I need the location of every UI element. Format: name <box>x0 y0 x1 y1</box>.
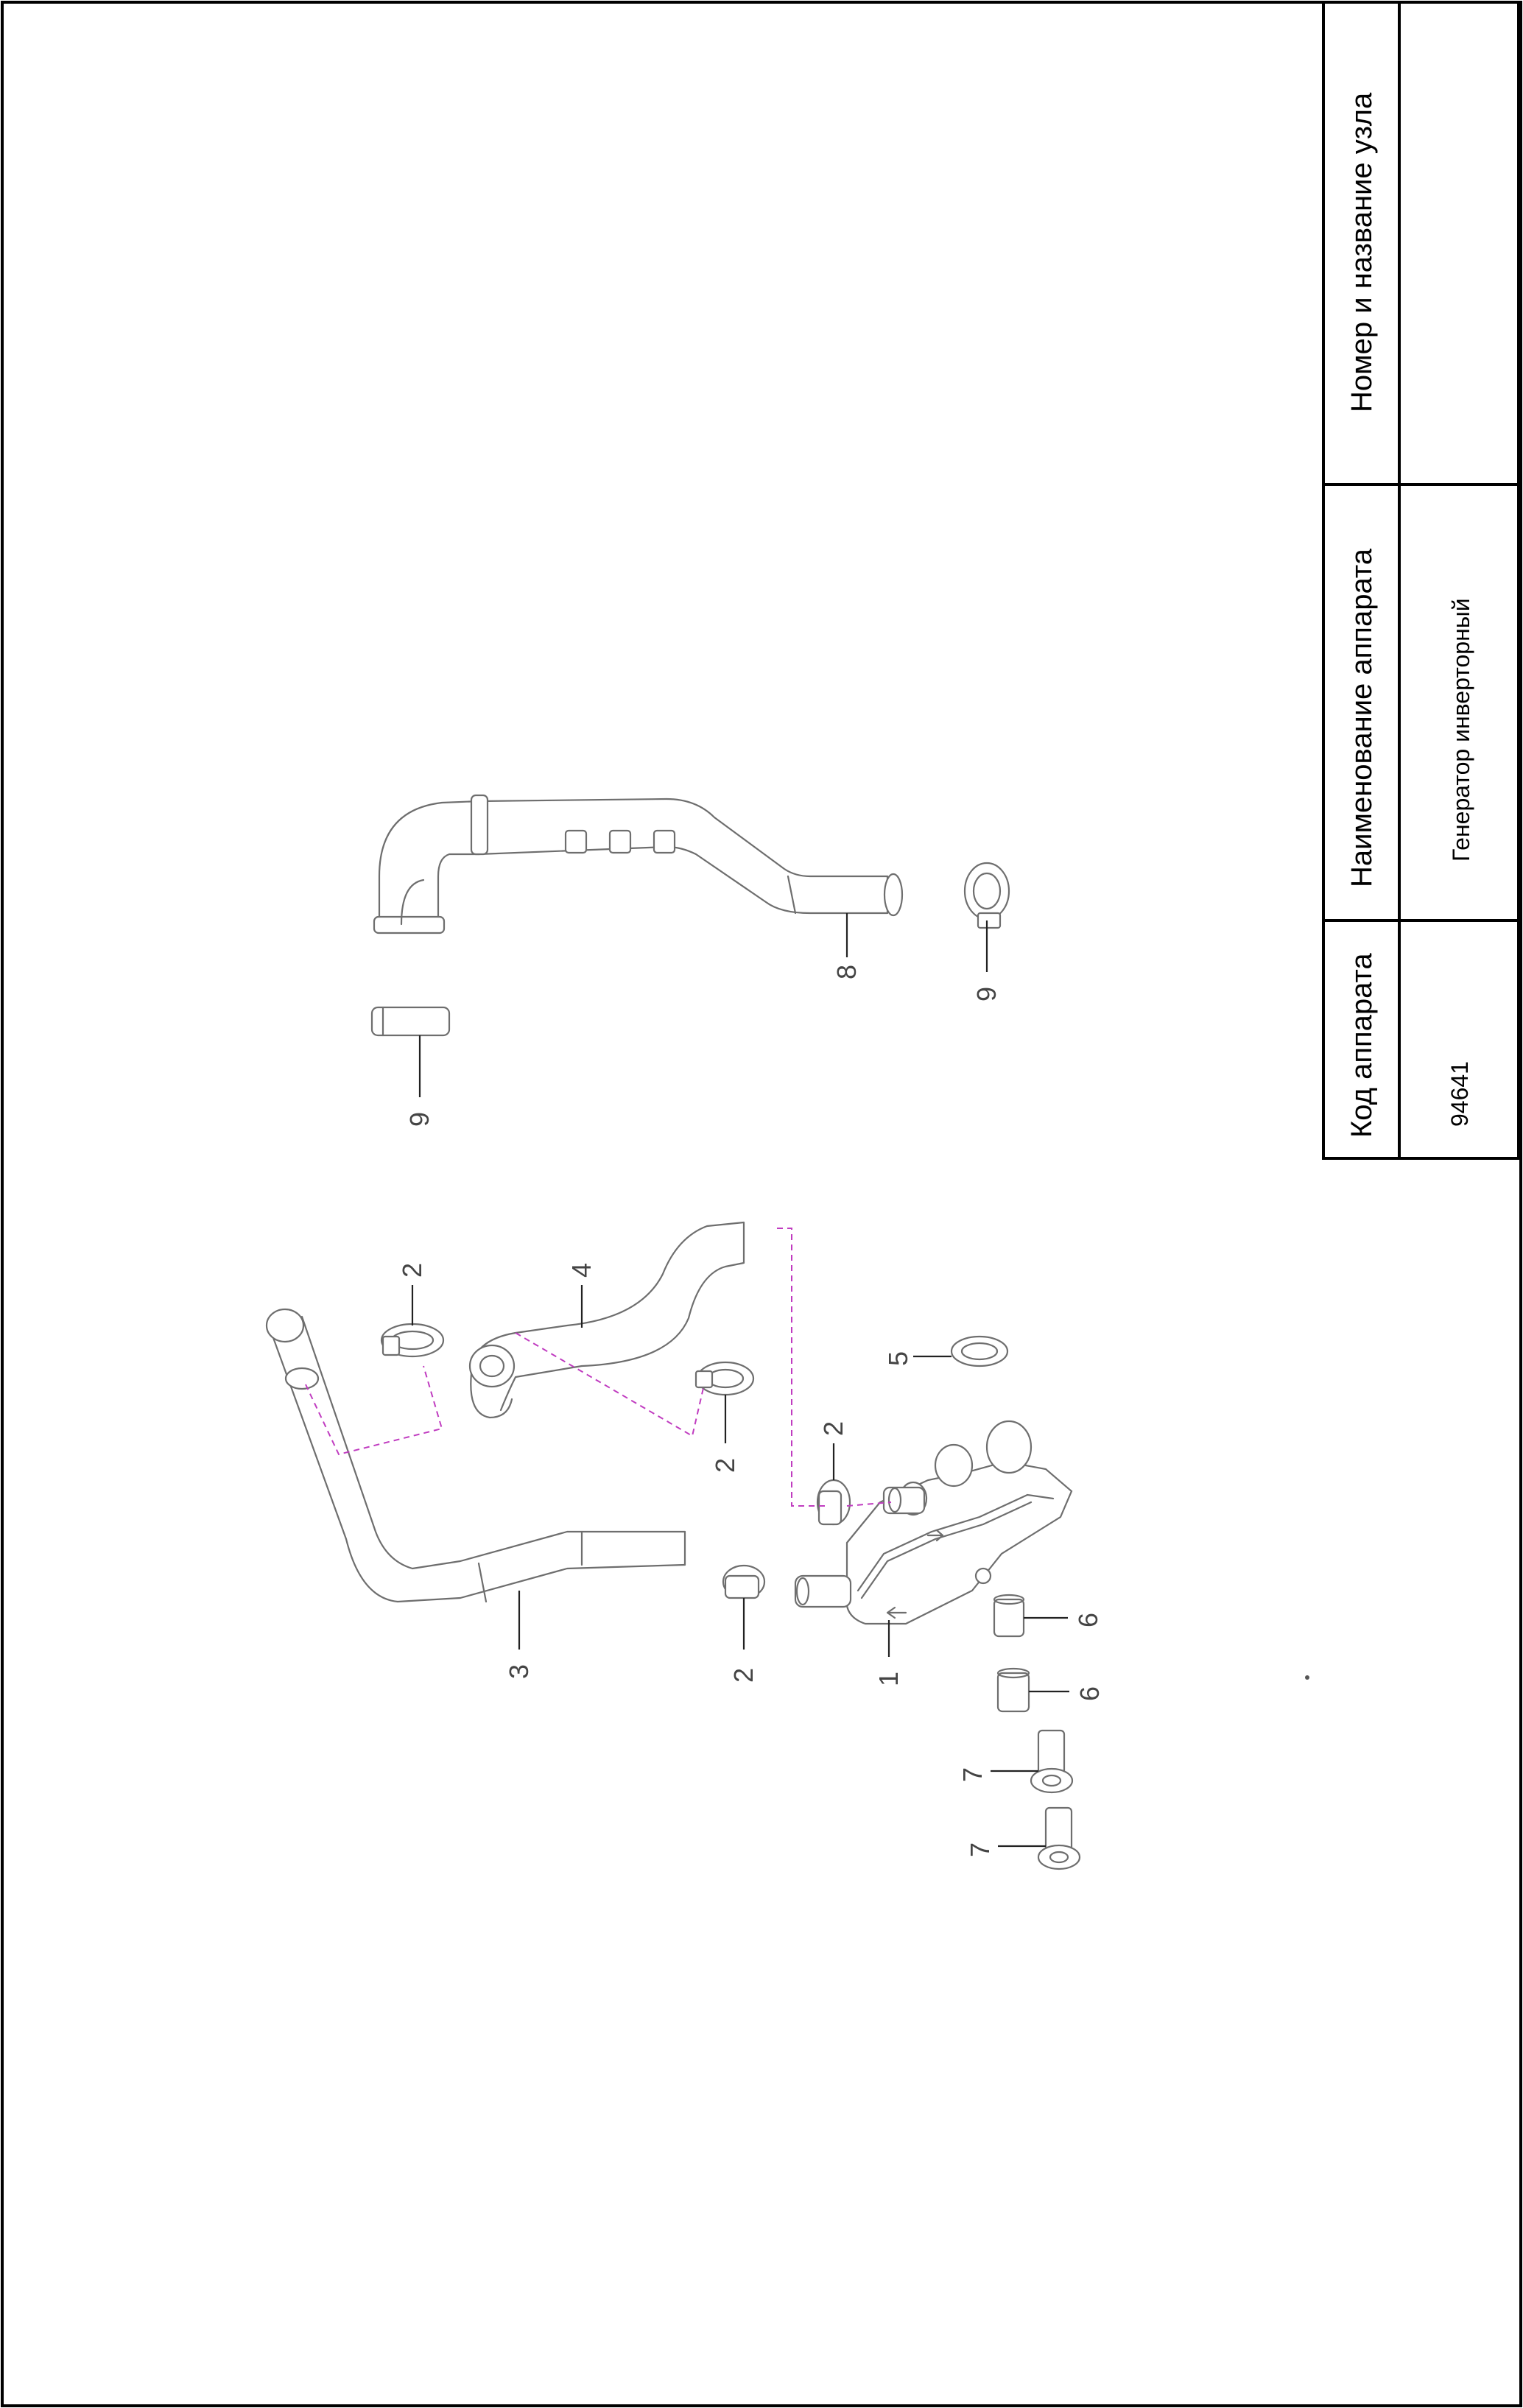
title-block: Номер и название узла Наименование аппар… <box>1322 1 1520 1160</box>
callout-3-label: 3 <box>504 1664 534 1679</box>
callout-1: 1 <box>873 1620 904 1686</box>
hose-3 <box>265 1308 686 1603</box>
callout-4-label: 4 <box>566 1263 597 1278</box>
oring-5 <box>950 1335 1009 1367</box>
callout-7-upper: 7 <box>957 1767 1038 1782</box>
bushing-6-lower <box>996 1667 1030 1713</box>
apparatus-code-value: 94641 <box>1446 1061 1473 1127</box>
apparatus-name-value: Генератор инверторный <box>1448 598 1474 862</box>
clamp-2-top <box>380 1323 445 1358</box>
callout-8-label: 8 <box>831 965 862 979</box>
hose-8 <box>373 794 904 934</box>
callout-3: 3 <box>504 1591 534 1679</box>
callout-5-label: 5 <box>883 1351 913 1366</box>
clamp-2-mid <box>694 1361 755 1396</box>
callout-2-bottom-label: 2 <box>728 1668 759 1683</box>
callout-9-right: 9 <box>971 920 1002 1001</box>
apparatus-code-header: Код аппарата <box>1346 953 1378 1138</box>
clamp-2-bottom <box>722 1564 766 1599</box>
callout-9-right-label: 9 <box>971 987 1002 1001</box>
bushing-6-upper <box>993 1594 1025 1638</box>
apparatus-name-header: Наименование аппарата <box>1346 548 1378 887</box>
stray-dot <box>1305 1675 1309 1680</box>
cooler-1 <box>794 1420 1073 1625</box>
callout-2-bottom: 2 <box>728 1598 759 1683</box>
callout-5: 5 <box>883 1351 952 1366</box>
callout-6-lower: 6 <box>1029 1686 1105 1701</box>
callout-2-mid: 2 <box>710 1395 740 1473</box>
callout-9-left: 9 <box>404 1035 435 1127</box>
hose-4 <box>468 1221 745 1419</box>
callout-6-upper: 6 <box>1024 1613 1103 1627</box>
clamp-9-right <box>963 862 1010 929</box>
callout-9-left-label: 9 <box>404 1112 435 1127</box>
bolt-7-upper <box>1030 1729 1074 1794</box>
clamp-2-cooler <box>816 1479 851 1526</box>
assembly-lines <box>305 1228 892 1507</box>
callout-7-lower: 7 <box>965 1842 1046 1857</box>
callout-4: 4 <box>566 1263 597 1328</box>
callout-8: 8 <box>831 913 862 979</box>
bolt-7-lower <box>1037 1806 1081 1870</box>
callout-2-top: 2 <box>397 1263 427 1326</box>
callout-1-label: 1 <box>873 1672 904 1686</box>
callout-6-lower-label: 6 <box>1074 1686 1105 1701</box>
callout-7-upper-label: 7 <box>957 1767 988 1782</box>
unit-header: Номер и название узла <box>1346 92 1378 412</box>
callout-2-cooler-label: 2 <box>818 1421 848 1436</box>
callout-2-mid-label: 2 <box>710 1458 740 1473</box>
callout-2-top-label: 2 <box>397 1263 427 1278</box>
callout-2-cooler: 2 <box>818 1421 848 1480</box>
clamp-9-left <box>370 1006 451 1037</box>
callout-6-upper-label: 6 <box>1073 1613 1103 1627</box>
callout-7-lower-label: 7 <box>965 1842 995 1857</box>
